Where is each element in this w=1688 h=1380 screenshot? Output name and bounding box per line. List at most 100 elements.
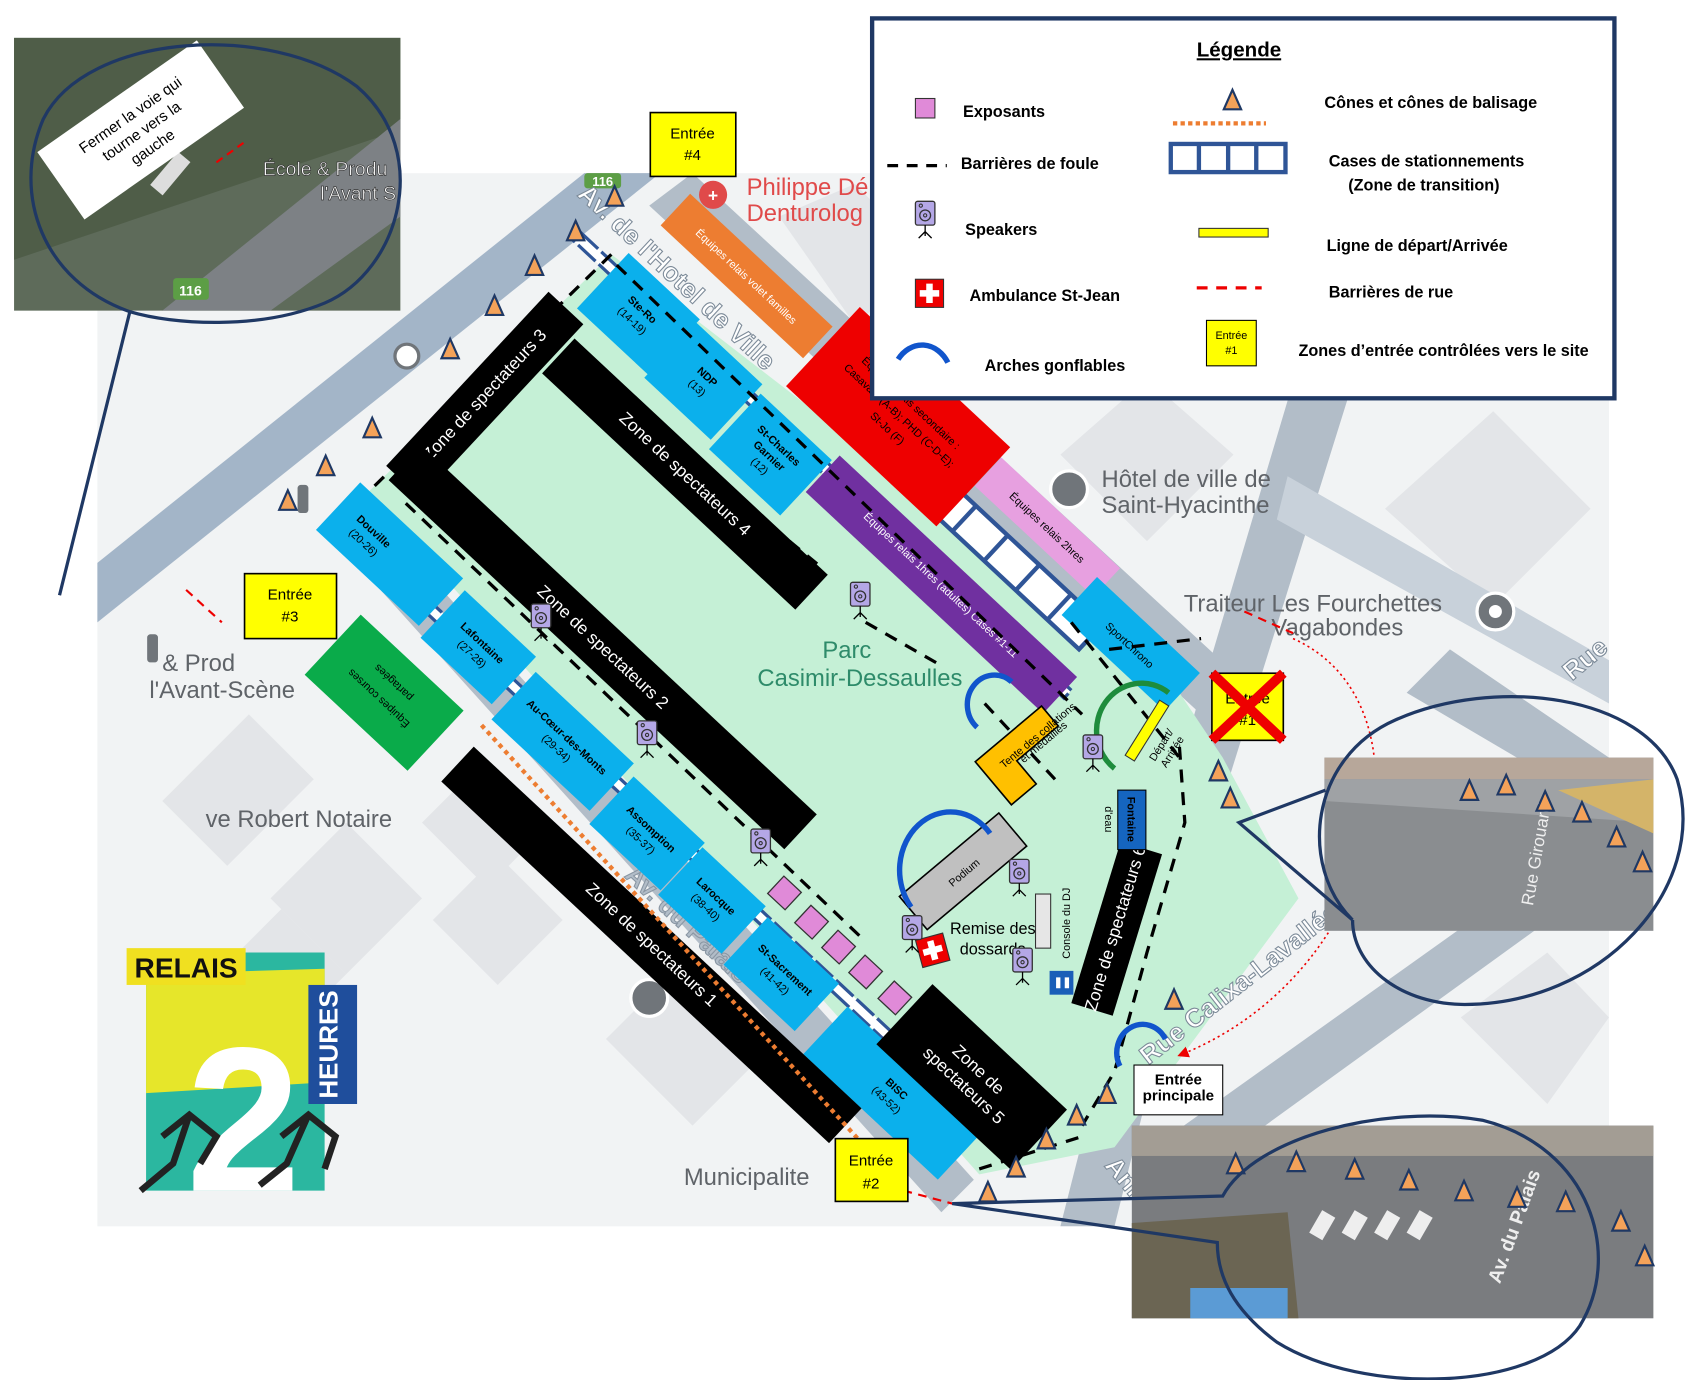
entree-principale[interactable]: Entrée principale (1133, 1064, 1224, 1116)
map-labels-foreground: Parc Casimir-Dessaulles & Prod l'Avant-S… (149, 637, 962, 1191)
logo-relais: RELAIS (135, 952, 238, 983)
zone-relais-secondaire: Équipes relais secondaire : Casavant (A-… (786, 307, 1011, 527)
logo-number: 2 (186, 1005, 300, 1235)
pin-dot-icon (1488, 605, 1502, 619)
team-ndp: NDP (13) (644, 322, 763, 440)
legend-cones: Cônes et cônes de balisage (1324, 94, 1537, 112)
municipal-pin-icon[interactable] (629, 977, 670, 1018)
label-notaire: ve Robert Notaire (206, 806, 392, 833)
route-116-badge (584, 173, 622, 189)
entree-3[interactable]: Entrée #3 (243, 572, 338, 640)
fontaine-line1: Fontaine (1124, 797, 1136, 842)
entree-4[interactable]: Entrée #4 (649, 111, 737, 178)
arch-entree-icon (1114, 1021, 1168, 1068)
label-traiteur-line2: Vagabondes (1271, 614, 1403, 641)
bus-stop-icon[interactable] (393, 342, 421, 370)
legend-entree-sample-2: #1 (1225, 345, 1237, 357)
legend: Légende Exposants Barrières de foule Spe… (869, 16, 1617, 401)
exposant-booth (820, 929, 857, 965)
hospital-cross-icon: + (708, 185, 718, 205)
inset-photo-calixa: Rue Girouard (1235, 695, 1685, 1007)
label-philippe-line2: Denturolog (747, 200, 863, 227)
entree-label: Entrée (849, 1153, 894, 1170)
legend-speakers: Speakers (965, 221, 1037, 239)
legend-title: Légende (1197, 38, 1281, 61)
inset-satellite: École & Produ l'Avant S 116 Fermer la vo… (14, 37, 402, 596)
entree-1-closed[interactable]: Entrée #1 (1208, 669, 1287, 744)
callout-bubble (1235, 695, 1685, 1007)
inset-route-badge: 116 (179, 282, 202, 298)
restroom-icon (1049, 970, 1074, 995)
label-hotel-line2: Saint-Hyacinthe (1102, 492, 1270, 519)
label-parc-line1: Parc (822, 637, 871, 664)
traffic-light-icon (297, 484, 309, 514)
callout-bubble (29, 43, 402, 596)
legend-barrieres-rue: Barrières de rue (1329, 284, 1453, 302)
road-side (1276, 476, 1610, 704)
exposant-booth (847, 954, 884, 990)
hospital-pin-icon[interactable] (699, 180, 728, 209)
legend-entree-sample-1: Entrée (1215, 330, 1247, 342)
team-douville: Douville (20-26) (315, 482, 464, 626)
legend-arches: Arches gonflables (985, 357, 1126, 375)
label-ecole-line1: & Prod (162, 650, 235, 677)
console-dj (1034, 893, 1052, 949)
team-st-sacrement: St-Sacrement (41-42) (723, 917, 839, 1032)
team-assomption: Assomption (35-37) (589, 776, 705, 891)
legend-barrieres-foule: Barrières de foule (961, 155, 1099, 173)
runner-icon (138, 1110, 221, 1194)
team-st-charles-garnier: St-Charles Garnier (12) (708, 393, 832, 516)
inset-place-line1: École & Produ (263, 157, 387, 180)
entree-num: #4 (684, 147, 701, 164)
callout-bubble (951, 1114, 1600, 1380)
team-lafontaine: Lafontaine (27-28) (420, 590, 537, 705)
runner-icon (257, 1110, 340, 1188)
entree-principale-line2: principale (1143, 1088, 1215, 1105)
legend-cases-line2: (Zone de transition) (1348, 176, 1499, 194)
label-municipalite: Municipalite (684, 1164, 810, 1191)
entree-principale-line1: Entrée (1155, 1072, 1202, 1089)
park-area (367, 254, 1299, 1175)
route-116-text: 116 (592, 174, 613, 189)
entree-label: Entrée (670, 126, 715, 143)
remise-dossards-line2: dossards (960, 941, 1026, 959)
label-parc-line2: Casimir-Dessaulles (757, 665, 962, 692)
legend-start-line-icon (1198, 227, 1269, 238)
legend-parking-icon (1168, 141, 1288, 175)
entree-num: #2 (863, 1175, 880, 1192)
relais-2-heures-logo: HEURES 2 RELAIS (126, 948, 358, 1235)
arch-tente-icon (964, 672, 1014, 730)
entree-label: Entrée (268, 587, 313, 604)
entree-2[interactable]: Entrée #2 (834, 1137, 909, 1203)
closed-x-icon (1208, 669, 1287, 744)
label-traiteur-line1: Traiteur Les Fourchettes (1184, 591, 1442, 618)
entree-num: #3 (282, 608, 299, 625)
inset-photo-palais: Av. du Palais (951, 1114, 1655, 1380)
legend-ligne: Ligne de départ/Arrivée (1327, 237, 1508, 255)
fontaine-line2: d'eau (1102, 806, 1114, 832)
exposant-booth (877, 980, 913, 1016)
legend-arch-icon (895, 342, 951, 364)
exposant-booth (766, 875, 803, 911)
city-hall-pin-icon[interactable] (1049, 469, 1090, 510)
team-bisc: BISC (43-52) (803, 1006, 983, 1180)
start-finish-line (1124, 699, 1170, 762)
console-dj-label: Console du DJ (1061, 888, 1073, 959)
fontaine-eau: Fontaine d'eau (1102, 789, 1147, 851)
label-hotel-line1: Hôtel de ville de (1102, 466, 1271, 493)
exposants (766, 875, 913, 1016)
legend-ambulance-icon (914, 278, 945, 308)
legend-zones-entree: Zones d’entrée contrôlées vers le site (1298, 342, 1588, 360)
legend-entree-icon (1205, 319, 1257, 367)
legend-cases-line1: Cases de stationnements (1329, 153, 1525, 171)
crowd-barriers (366, 253, 1202, 1171)
exposant-booth (793, 904, 830, 940)
inset-place-line2: l'Avant S (320, 183, 396, 205)
team-larocque: Larocque (38-40) (658, 847, 766, 954)
traffic-light-icon (147, 634, 158, 663)
street-barriers (185, 589, 1294, 1205)
legend-exposant-icon (914, 97, 936, 119)
road-116 (97, 173, 661, 623)
spectator-zone-5: Zone de spectateurs 5 (876, 984, 1067, 1170)
